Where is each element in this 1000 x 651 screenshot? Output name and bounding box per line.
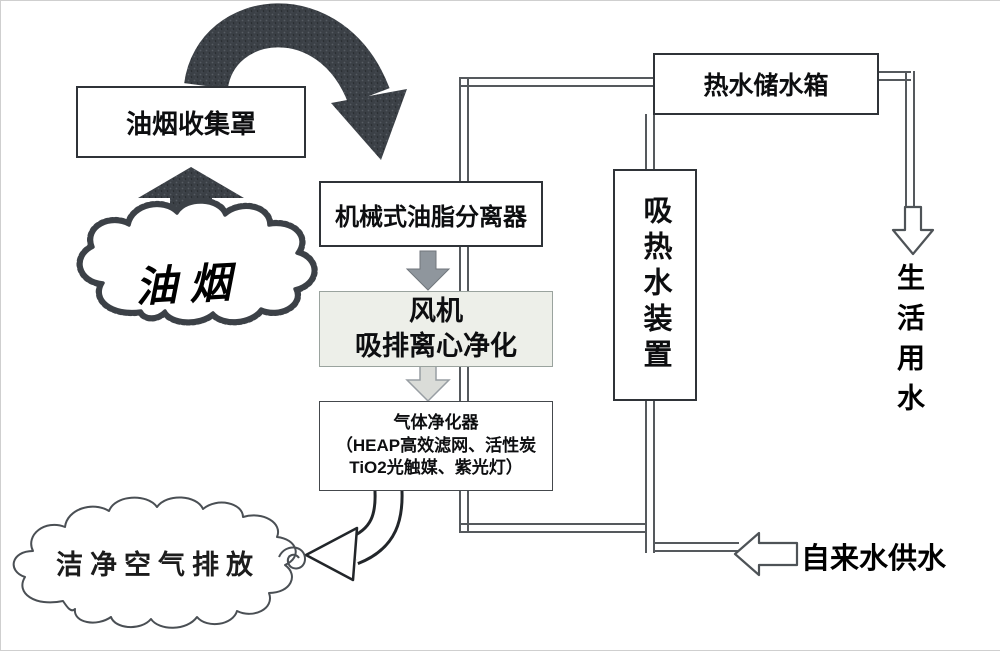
tap-water-label: 自来水供水 (801, 543, 947, 575)
pipe-tank-right (877, 71, 911, 81)
exhaust-curved-arrow-icon (304, 481, 404, 582)
pipe-absorber-down (645, 401, 655, 553)
tap-water-arrow-icon (733, 531, 799, 577)
domestic-water-label: 生活用水 (894, 263, 925, 423)
node-grease-separator: 机械式油脂分离器 (319, 181, 543, 247)
hood-label: 油烟收集罩 (125, 108, 256, 139)
outline-down-arrow-icon (405, 364, 451, 403)
pipe-tap-water (655, 542, 739, 552)
pipe-loop-top (459, 77, 655, 87)
pipe-loop-bottom (459, 523, 645, 533)
purifier-label-line2: （HEAP高效滤网、活性炭 (335, 435, 537, 455)
node-fume-collection-hood: 油烟收集罩 (76, 86, 306, 158)
node-fan-purifier: 风机 吸排离心净化 (319, 291, 553, 367)
hot-water-tank-label: 热水储水箱 (703, 72, 829, 100)
fan-label-line2: 吸排离心净化 (355, 331, 517, 361)
fume-cloud-label: 油烟 (134, 258, 245, 311)
fume-up-arrow-icon (138, 167, 244, 241)
purifier-label-line3: TiO2光触媒、紫光灯） (349, 458, 523, 478)
pipe-domestic-down (905, 71, 915, 209)
separator-label: 机械式油脂分离器 (335, 203, 527, 231)
node-heat-absorber: 吸热水装置 (613, 169, 697, 401)
node-hot-water-tank: 热水储水箱 (653, 53, 879, 115)
domestic-water-arrow-icon (891, 205, 935, 256)
solid-down-arrow-icon (405, 250, 451, 291)
clean-air-label: 洁净空气排放 (56, 550, 260, 580)
node-gas-purifier: 气体净化器 （HEAP高效滤网、活性炭 TiO2光触媒、紫光灯） (319, 401, 553, 491)
heat-absorber-label: 吸热水装置 (639, 195, 671, 375)
fan-label-line1: 风机 (409, 295, 463, 326)
purifier-label-line1: 气体净化器 (393, 412, 479, 432)
cloud-spiral-icon (278, 546, 307, 570)
pipe-tank-to-absorber (645, 114, 655, 171)
